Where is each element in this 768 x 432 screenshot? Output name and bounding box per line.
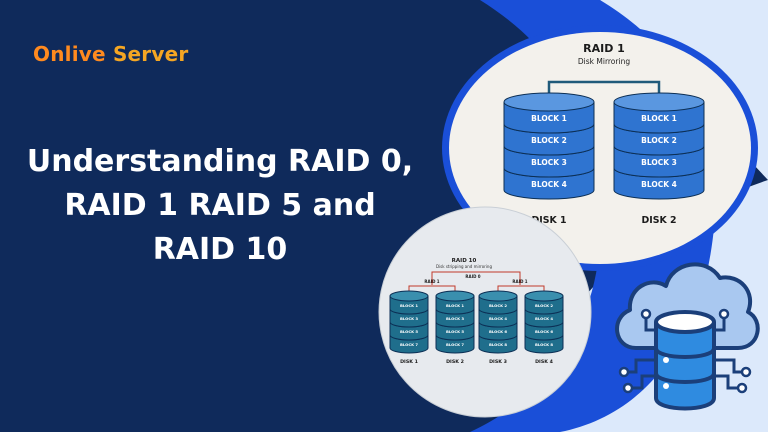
raid10-block-label: BLOCK 8 bbox=[535, 342, 553, 347]
raid10-disk-label: DISK 2 bbox=[446, 359, 464, 365]
title-line-3: RAID 10 bbox=[152, 232, 288, 267]
raid10-disk-segment-top bbox=[478, 290, 518, 302]
raid10-disk-label: DISK 3 bbox=[489, 359, 507, 365]
raid10-block-label: BLOCK 4 bbox=[489, 316, 507, 321]
raid1-block-label: BLOCK 2 bbox=[531, 136, 567, 145]
raid1-disk-label: DISK 2 bbox=[641, 215, 676, 226]
raid10-block-label: BLOCK 3 bbox=[446, 316, 464, 321]
raid10-disk-4: BLOCK 8 BLOCK 6 BLOCK 4 BLOCK 2 DISK 4 bbox=[524, 290, 564, 365]
raid10-block-label: BLOCK 4 bbox=[535, 316, 553, 321]
cloud-database-icon bbox=[615, 262, 760, 411]
raid10-disk-3: BLOCK 8 BLOCK 6 BLOCK 4 BLOCK 2 DISK 3 bbox=[478, 290, 518, 365]
brand-name-part2: Server bbox=[112, 42, 189, 66]
cloud-circuit-lines bbox=[628, 318, 742, 390]
raid1-disk-1: BLOCK 4 BLOCK 3 BLOCK 2 BLOCK 1 DISK 1 bbox=[503, 92, 595, 226]
raid10-block-label: BLOCK 7 bbox=[446, 342, 464, 347]
raid10-block-label: BLOCK 7 bbox=[400, 342, 418, 347]
raid1-block-label: BLOCK 3 bbox=[531, 158, 567, 167]
raid10-title: RAID 10 bbox=[452, 258, 477, 264]
raid10-block-label: BLOCK 6 bbox=[489, 329, 507, 334]
raid10-block-label: BLOCK 6 bbox=[535, 329, 553, 334]
page-title: Understanding RAID 0, RAID 1 RAID 5 and … bbox=[20, 140, 420, 272]
raid10-raid0-connector bbox=[431, 271, 521, 285]
raid10-disk-segment-top bbox=[389, 290, 429, 302]
raid1-connector bbox=[547, 80, 661, 98]
raid10-block-label: BLOCK 2 bbox=[489, 303, 507, 308]
raid1-block-label: BLOCK 1 bbox=[531, 114, 567, 123]
raid1-subtitle: Disk Mirroring bbox=[578, 57, 630, 66]
raid1-circle-fill bbox=[449, 32, 751, 264]
raid10-diagram: RAID 10 Disk stripping and mirroring RAI… bbox=[378, 206, 592, 418]
raid10-disk-segment-top bbox=[524, 290, 564, 302]
raid10-disk-label: DISK 1 bbox=[400, 359, 418, 365]
raid10-disk-2: BLOCK 7 BLOCK 5 BLOCK 3 BLOCK 1 DISK 2 bbox=[435, 290, 475, 365]
raid1-block-label: BLOCK 2 bbox=[641, 136, 677, 145]
raid1-disk-segment-top bbox=[613, 92, 705, 112]
raid10-disk-segment-top bbox=[435, 290, 475, 302]
raid1-title: RAID 1 bbox=[583, 42, 625, 55]
raid10-block-label: BLOCK 5 bbox=[400, 329, 418, 334]
raid1-block-label: BLOCK 1 bbox=[641, 114, 677, 123]
title-line-1: Understanding RAID 0, bbox=[26, 144, 414, 179]
raid10-raid0-label: RAID 0 bbox=[465, 274, 480, 279]
brand-name-part1: Onlive bbox=[33, 42, 106, 66]
raid10-block-label: BLOCK 3 bbox=[400, 316, 418, 321]
title-line-2: RAID 1 RAID 5 and bbox=[64, 188, 376, 223]
raid10-subtitle: Disk stripping and mirroring bbox=[436, 264, 492, 269]
raid10-disk-1: BLOCK 7 BLOCK 5 BLOCK 3 BLOCK 1 DISK 1 bbox=[389, 290, 429, 365]
raid1-disk-segment-top bbox=[503, 92, 595, 112]
raid10-block-label: BLOCK 2 bbox=[535, 303, 553, 308]
raid10-block-label: BLOCK 1 bbox=[400, 303, 418, 308]
raid1-block-label: BLOCK 4 bbox=[531, 180, 567, 189]
raid1-block-label: BLOCK 3 bbox=[641, 158, 677, 167]
raid10-disk-label: DISK 4 bbox=[535, 359, 553, 365]
raid10-raid1-right-connector bbox=[497, 285, 545, 292]
raid1-disk-2: BLOCK 4 BLOCK 3 BLOCK 2 BLOCK 1 DISK 2 bbox=[613, 92, 705, 226]
database-cylinder bbox=[654, 310, 716, 411]
raid10-block-label: BLOCK 8 bbox=[489, 342, 507, 347]
brand-logo[interactable]: Onlive Server bbox=[33, 42, 188, 66]
raid1-block-label: BLOCK 4 bbox=[641, 180, 677, 189]
raid10-raid1-left-label: RAID 1 bbox=[424, 279, 439, 284]
raid10-raid1-left-connector bbox=[408, 285, 456, 292]
raid1-disk-label: DISK 1 bbox=[531, 215, 566, 226]
database-lights bbox=[663, 357, 669, 389]
cloud-circuit-nodes bbox=[618, 308, 752, 394]
raid10-block-label: BLOCK 5 bbox=[446, 329, 464, 334]
raid10-block-label: BLOCK 1 bbox=[446, 303, 464, 308]
raid10-raid1-right-label: RAID 1 bbox=[512, 279, 527, 284]
